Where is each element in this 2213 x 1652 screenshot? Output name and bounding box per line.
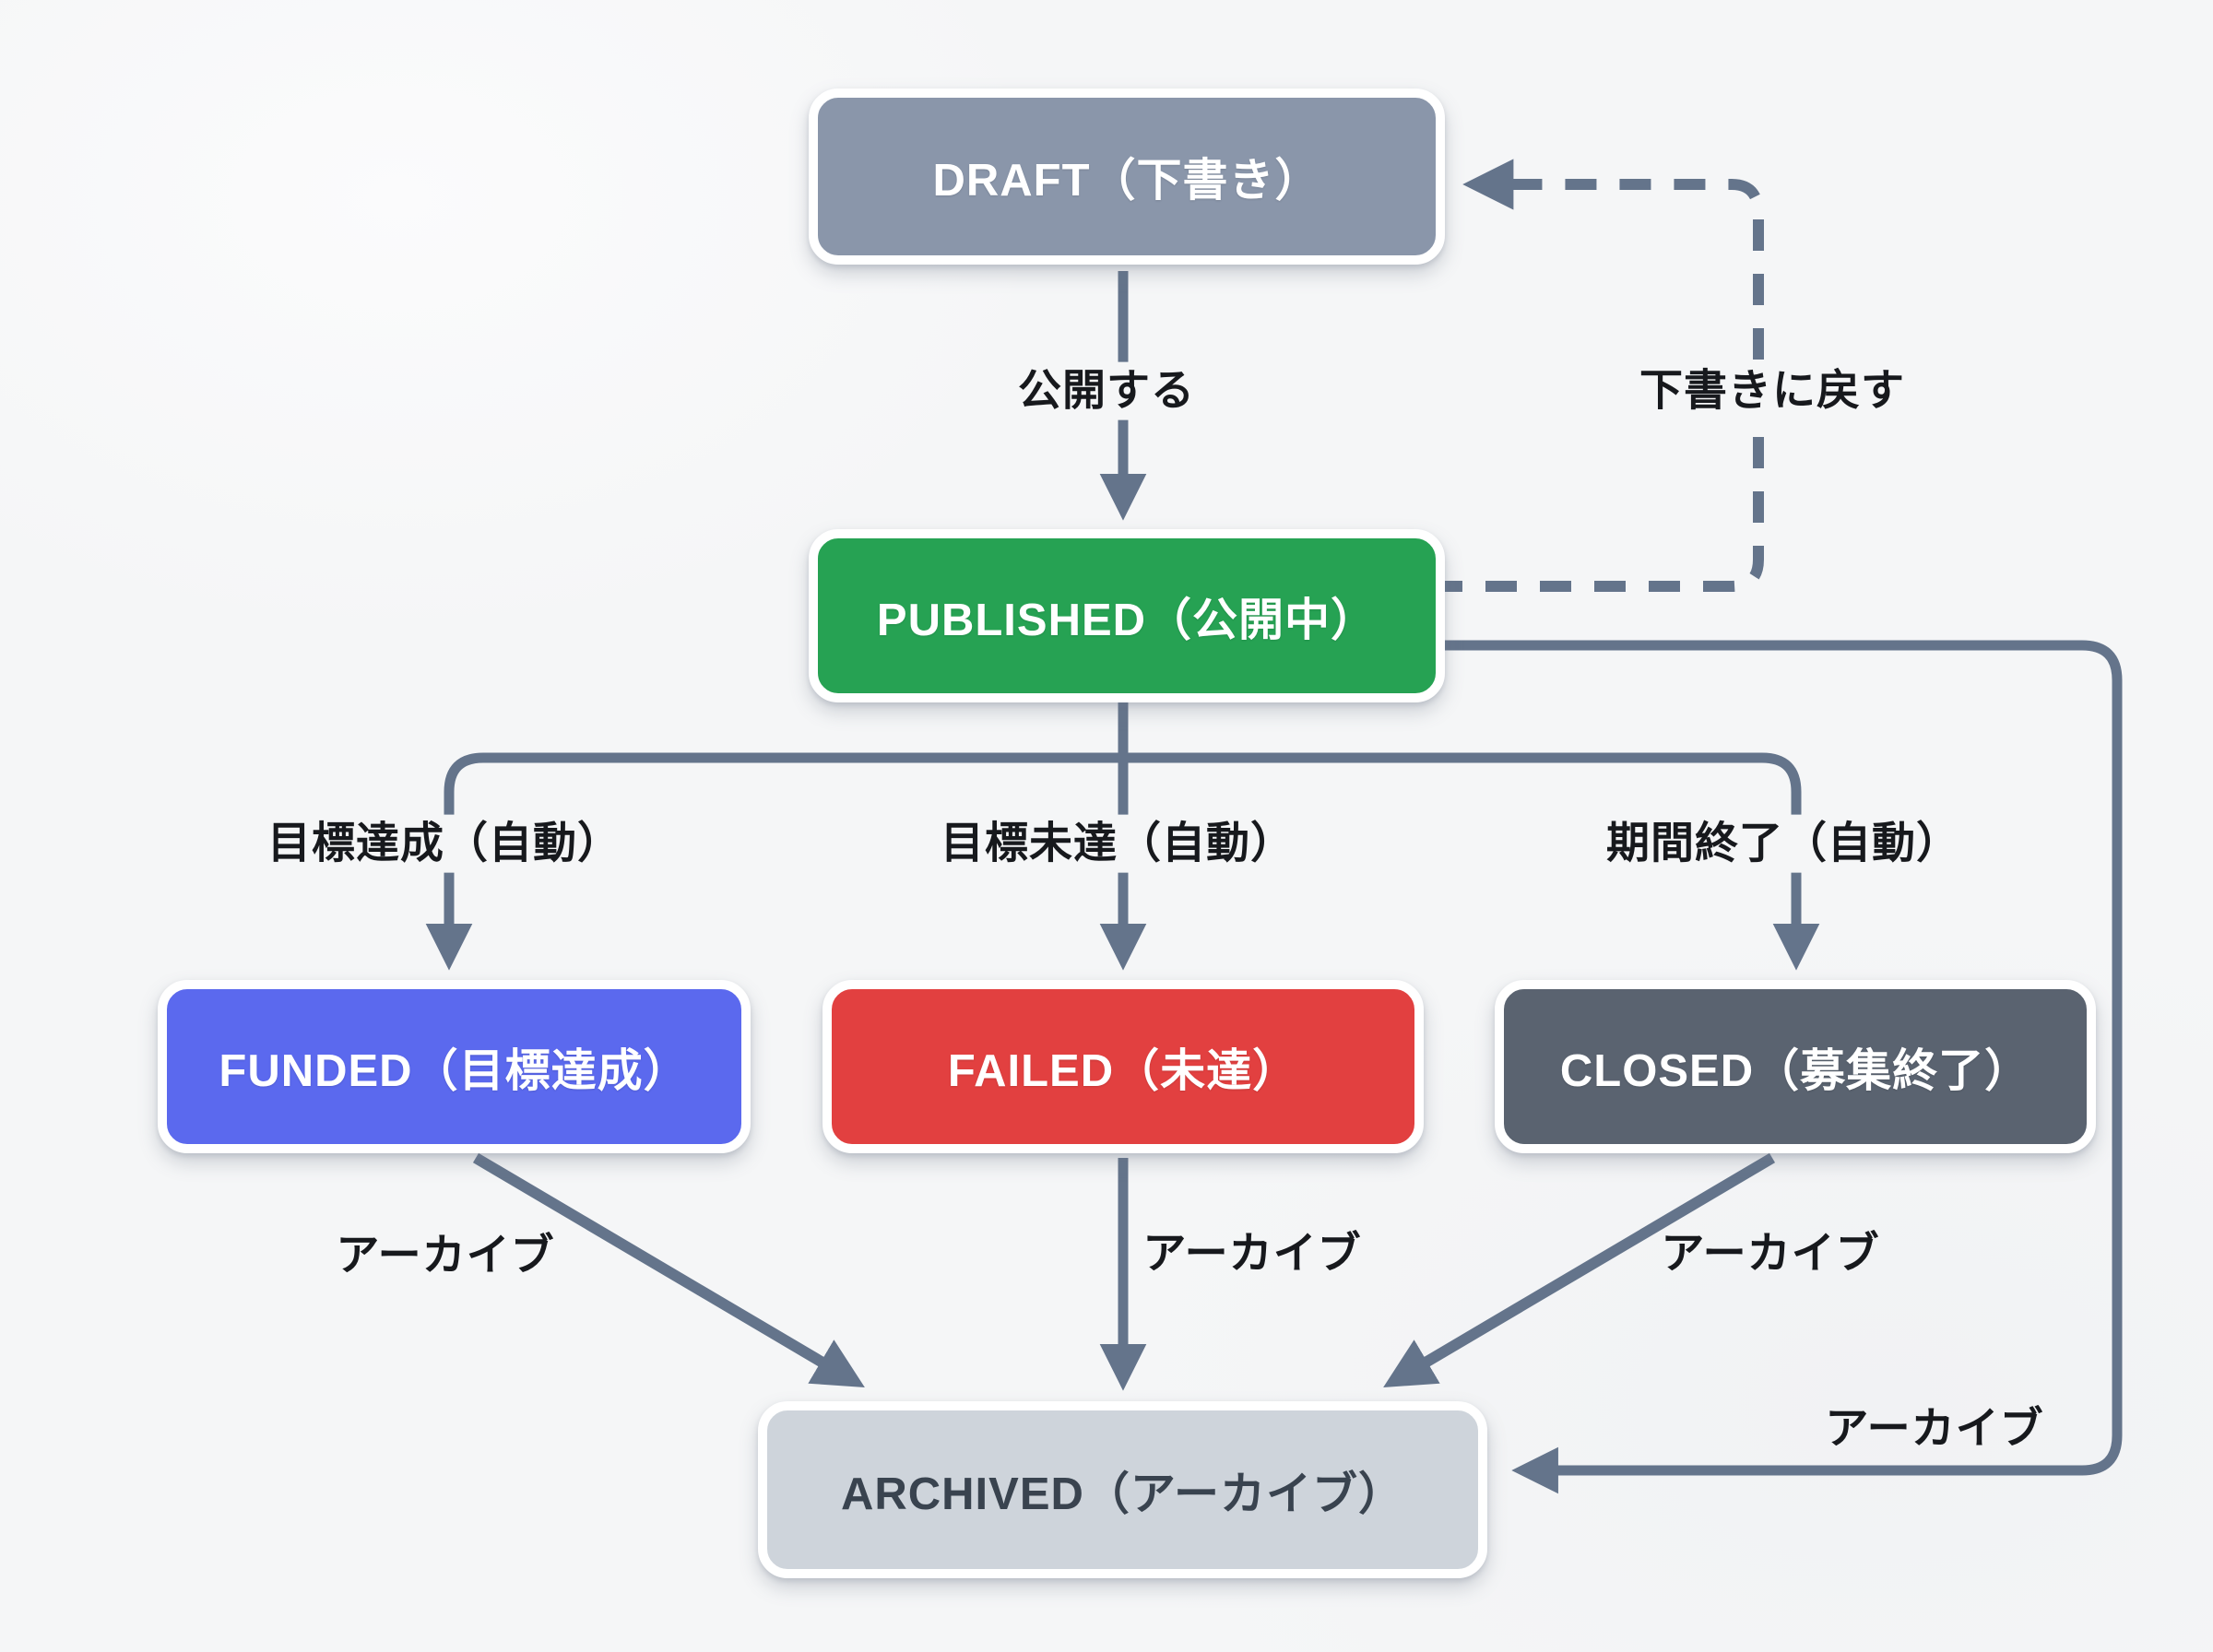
node-closed: CLOSED（募集終了） (1495, 980, 2096, 1153)
edge-label-publish: 公開する (1003, 361, 1210, 420)
edge-split-to-closed (1123, 752, 1820, 971)
node-failed-label: FAILED（未達） (947, 1045, 1299, 1096)
edge-funded-to-archived (472, 1152, 865, 1388)
edge-label-goal-reached: 目標達成（自動） (253, 814, 636, 873)
node-archived-label: ARCHIVED（アーカイブ） (841, 1469, 1404, 1519)
node-published: PUBLISHED（公開中） (809, 529, 1445, 702)
node-archived: ARCHIVED（アーカイブ） (758, 1401, 1487, 1578)
edge-label-period-ended: 期間終了（自動） (1592, 814, 1975, 873)
edge-label-archive-closed: アーカイブ (1661, 1228, 1880, 1278)
edge-split-to-funded (425, 752, 1123, 971)
node-published-label: PUBLISHED（公開中） (876, 595, 1378, 645)
node-draft-label: DRAFT（下書き） (932, 156, 1321, 206)
edge-label-archive-published: アーカイブ (1825, 1403, 2044, 1453)
node-failed: FAILED（未達） (822, 980, 1424, 1153)
node-funded-label: FUNDED（目標達成） (219, 1045, 690, 1096)
node-draft: DRAFT（下書き） (809, 88, 1445, 265)
edge-label-archive-failed: アーカイブ (1142, 1228, 1362, 1278)
edge-label-back-to-draft: 下書きに戻す (1625, 361, 1920, 420)
edge-closed-to-archived (1383, 1152, 1776, 1388)
edge-label-archive-funded: アーカイブ (336, 1230, 555, 1280)
node-closed-label: CLOSED（募集終了） (1559, 1045, 2031, 1096)
edge-published-to-archived (1431, 640, 2123, 1494)
edge-label-goal-missed: 目標未達（自動） (926, 814, 1309, 873)
node-funded: FUNDED（目標達成） (158, 980, 751, 1153)
